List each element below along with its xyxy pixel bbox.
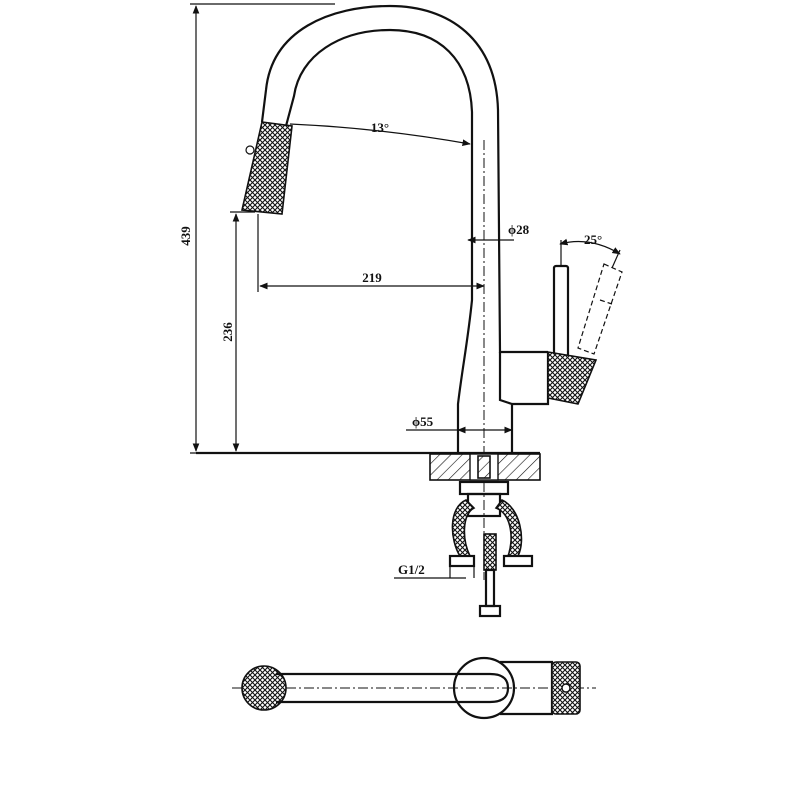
dimension-total-height: 439 bbox=[178, 3, 335, 454]
faucet-top-view bbox=[232, 656, 596, 720]
mounting-section bbox=[429, 453, 541, 618]
dimension-body-diameter: ϕ28 bbox=[467, 222, 530, 244]
spout-height-label: 236 bbox=[220, 322, 235, 342]
faucet-handle: 25° bbox=[547, 232, 623, 405]
dimension-spout-height: 236 bbox=[220, 211, 255, 452]
spray-angle-label: 13° bbox=[371, 120, 389, 135]
dimension-base-diameter: ϕ55 bbox=[406, 414, 513, 434]
reach-label: 219 bbox=[362, 270, 382, 285]
dimension-spray-angle: 13° bbox=[289, 120, 471, 146]
thread-label: G1/2 bbox=[398, 562, 425, 577]
handle-angle-label: 25° bbox=[584, 232, 602, 247]
spray-head bbox=[241, 121, 293, 215]
dimension-reach: 219 bbox=[257, 214, 485, 292]
total-height-label: 439 bbox=[178, 226, 193, 246]
dimension-thread: G1/2 bbox=[394, 562, 475, 579]
base-diameter-label: ϕ55 bbox=[412, 414, 434, 429]
body-diameter-label: ϕ28 bbox=[508, 222, 530, 237]
